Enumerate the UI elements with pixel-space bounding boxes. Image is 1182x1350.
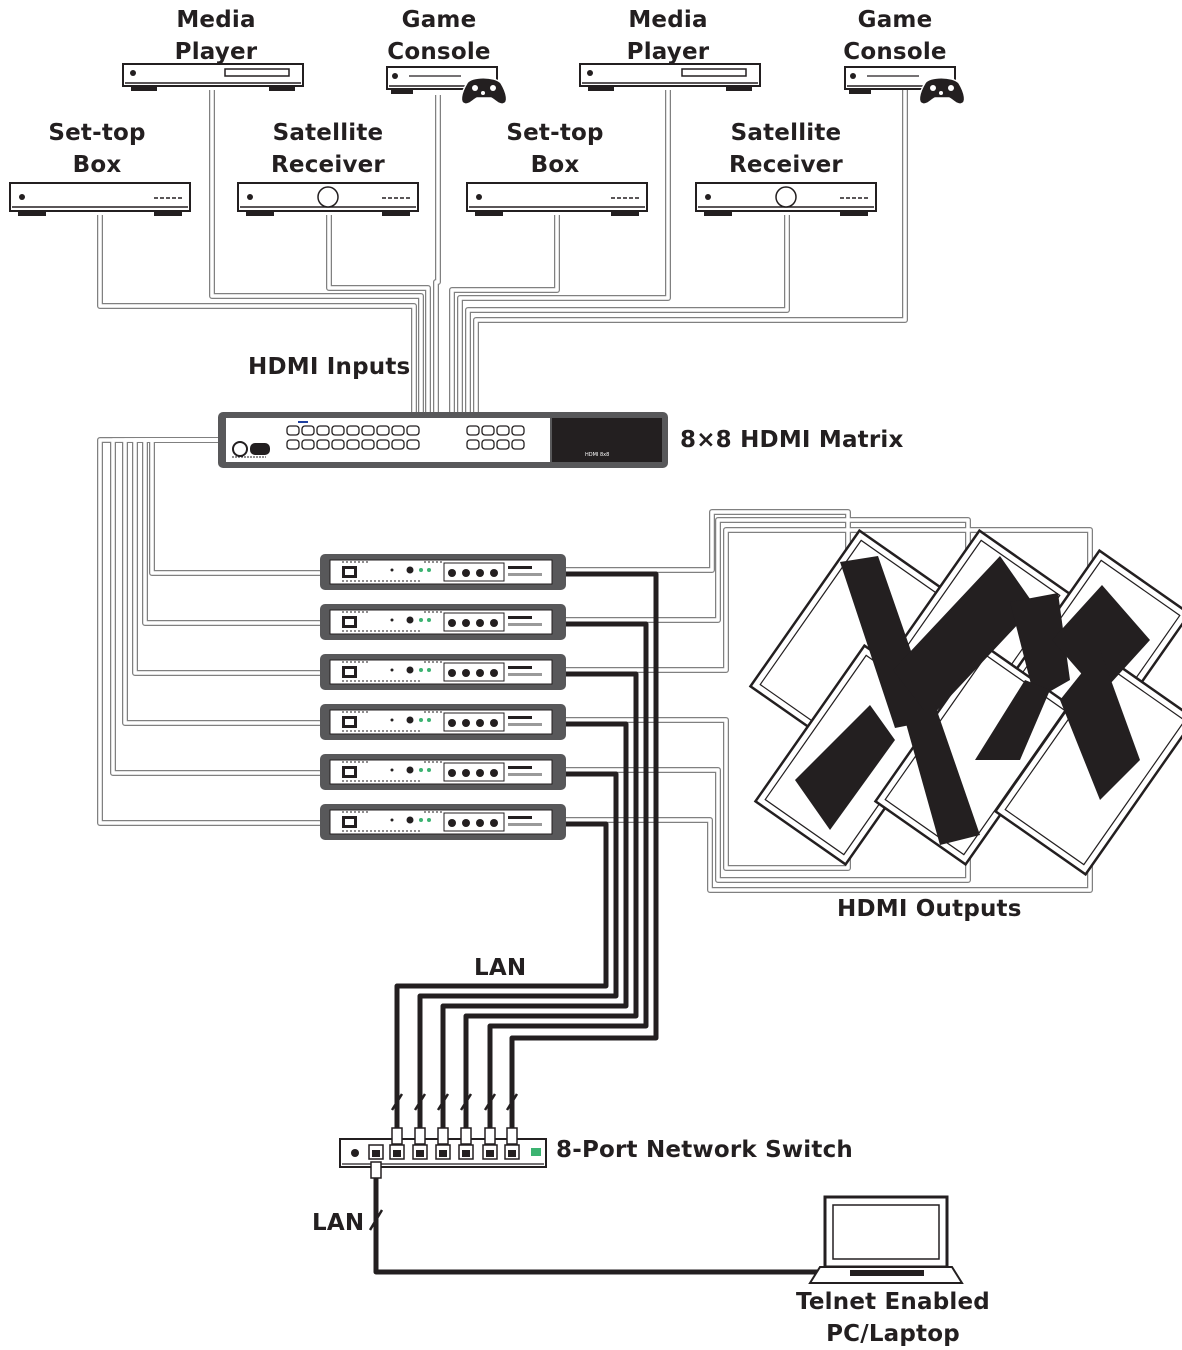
matrix-input-button <box>376 425 390 436</box>
satellite-receiver-label-2: Satellite Receiver <box>720 117 852 181</box>
label-line-2: Box <box>530 152 580 178</box>
label-line-2: Player <box>174 39 258 65</box>
rj45-plug <box>439 1150 447 1157</box>
media-player-device <box>122 63 304 92</box>
matrix-input-button <box>316 439 330 450</box>
rj45-plug <box>372 1150 380 1157</box>
game-console-device <box>386 66 508 106</box>
lan-label-top: LAN <box>474 955 527 981</box>
label-line-1: Game <box>857 7 933 33</box>
matrix-input-button <box>301 425 315 436</box>
wall-logo <box>795 556 1150 845</box>
matrix-input-button <box>301 439 315 450</box>
matrix-input-button <box>346 425 360 436</box>
game-console-label-2: Game Console <box>836 4 954 68</box>
matrix-input-button <box>406 425 420 436</box>
lan-label-bottom: LAN <box>312 1210 365 1236</box>
satellite-receiver-label-1: Satellite Receiver <box>262 117 394 181</box>
lan-connector <box>506 1127 518 1145</box>
rj45-plug <box>486 1150 494 1157</box>
matrix-input-button <box>346 439 360 450</box>
matrix-output-button <box>466 425 480 436</box>
hdmi-matrix-device: HDMI 8x8 <box>218 412 668 468</box>
switch-led <box>531 1148 541 1156</box>
matrix-input-button <box>316 425 330 436</box>
label-line-1: Telnet Enabled <box>796 1289 990 1315</box>
label-line-2: Console <box>843 39 947 65</box>
rj45-plug <box>508 1150 516 1157</box>
label-line-1: Satellite <box>730 120 842 146</box>
hdmi-inputs-label: HDMI Inputs <box>248 354 411 380</box>
receiver-unit <box>319 703 567 741</box>
lan-connector <box>414 1127 426 1145</box>
matrix-input-button <box>376 439 390 450</box>
lan-connector <box>370 1161 382 1179</box>
game-console-label-1: Game Console <box>380 4 498 68</box>
hdmi-input-cables <box>97 90 908 418</box>
label-line-2: Console <box>387 39 491 65</box>
matrix-output-cables <box>97 437 336 826</box>
network-switch-device <box>339 1127 547 1179</box>
matrix-input-button <box>406 439 420 450</box>
label-line-2: Receiver <box>729 152 843 178</box>
matrix-label: 8×8 HDMI Matrix <box>680 427 904 453</box>
label-line-1: Satellite <box>272 120 384 146</box>
rj45-plug <box>416 1150 424 1157</box>
video-wall <box>749 529 1182 876</box>
label-line-2: Receiver <box>271 152 385 178</box>
lan-cables <box>373 571 825 1275</box>
matrix-output-button <box>481 439 495 450</box>
matrix-input-button <box>286 439 300 450</box>
matrix-output-button <box>511 439 525 450</box>
lan-connector <box>484 1127 496 1145</box>
set-top-box-device <box>466 182 648 217</box>
matrix-input-button <box>331 425 345 436</box>
lan-break-marks <box>368 1093 519 1231</box>
rj45-plug <box>462 1150 470 1157</box>
receiver-unit <box>319 803 567 841</box>
lan-connector <box>460 1127 472 1145</box>
media-player-label-1: Media Player <box>166 4 266 68</box>
matrix-input-button <box>286 425 300 436</box>
set-top-box-label-1: Set-top Box <box>42 117 152 181</box>
label-line-1: Media <box>628 7 708 33</box>
satellite-receiver-device <box>237 182 419 217</box>
laptop-device <box>808 1195 964 1284</box>
network-switch-label: 8-Port Network Switch <box>556 1137 853 1163</box>
media-player-label-2: Media Player <box>618 4 718 68</box>
label-line-2: Player <box>626 39 710 65</box>
rj45-plug <box>393 1150 401 1157</box>
matrix-input-button <box>391 439 405 450</box>
lan-connector <box>437 1127 449 1145</box>
set-top-box-label-2: Set-top Box <box>500 117 610 181</box>
label-line-1: Set-top <box>48 120 146 146</box>
matrix-output-button <box>481 425 495 436</box>
lan-connector <box>391 1127 403 1145</box>
matrix-output-button <box>466 439 480 450</box>
matrix-panel-text: HDMI 8x8 <box>585 452 609 458</box>
label-line-2: PC/Laptop <box>826 1321 960 1347</box>
label-line-2: Box <box>72 152 122 178</box>
label-line-1: Set-top <box>506 120 604 146</box>
matrix-input-button <box>331 439 345 450</box>
receiver-unit <box>319 753 567 791</box>
matrix-output-button <box>496 425 510 436</box>
label-line-1: Media <box>176 7 256 33</box>
media-player-device <box>579 63 761 92</box>
matrix-output-button <box>496 439 510 450</box>
matrix-output-button <box>511 425 525 436</box>
hdmi-outputs-label: HDMI Outputs <box>837 896 1022 922</box>
receiver-unit <box>319 653 567 691</box>
satellite-receiver-device <box>695 182 877 217</box>
pc-laptop-label: Telnet Enabled PC/Laptop <box>788 1286 998 1350</box>
matrix-input-button <box>391 425 405 436</box>
receiver-unit <box>319 553 567 591</box>
label-line-1: Game <box>401 7 477 33</box>
matrix-input-button <box>361 439 375 450</box>
set-top-box-device <box>9 182 191 217</box>
matrix-input-button <box>361 425 375 436</box>
receiver-unit <box>319 603 567 641</box>
